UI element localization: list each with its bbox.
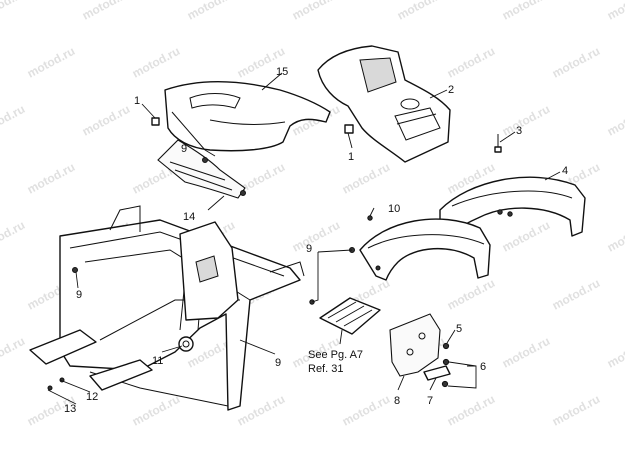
callout-1-left: 1 [134,95,140,107]
callout-9-middle: 9 [306,243,312,255]
callout-7: 7 [427,395,433,407]
callout-15: 15 [276,66,288,78]
bracket-part-14 [157,139,246,199]
callout-9-upper: 9 [181,143,187,155]
watermark-text: motod.ru [605,218,625,255]
watermark-text: motod.ru [0,334,27,371]
watermark-text: motod.ru [550,276,602,313]
watermark-text: motod.ru [25,160,77,197]
watermark-text: motod.ru [395,0,447,23]
watermark-text: motod.ru [550,392,602,429]
callout-9-left: 9 [76,289,82,301]
watermark-text: motod.ru [500,102,552,139]
watermark-text: motod.ru [80,102,132,139]
watermark-text: motod.ru [340,160,392,197]
rear-fender-left [359,218,491,281]
leader-lines [47,72,561,405]
watermark-text: motod.ru [130,44,182,81]
hardware [47,117,450,391]
watermark-text: motod.ru [445,392,497,429]
callout-13: 13 [64,403,76,415]
frame-assembly [29,205,305,411]
watermark-text: motod.ru [605,334,625,371]
callout-4: 4 [562,165,568,177]
callout-5: 5 [456,323,462,335]
watermark-text: motod.ru [550,44,602,81]
footrest-plate [319,297,381,335]
callout-8: 8 [394,395,400,407]
bracket-part-7 [423,365,451,381]
watermark-text: motod.ru [130,392,182,429]
callout-labels: 1 15 2 3 4 1 9 14 10 9 9 11 9 12 13 5 6 … [64,66,568,415]
watermark-text: motod.ru [500,0,552,23]
console-part-2 [317,45,451,163]
watermark-text: motod.ru [500,218,552,255]
callout-12: 12 [86,391,98,403]
callout-1-right: 1 [348,151,354,163]
watermark-text: motod.ru [605,0,625,23]
callout-3: 3 [516,125,522,137]
note-line-2: Ref. 31 [308,363,343,375]
watermark-text: motod.ru [445,44,497,81]
reference-note: See Pg. A7 Ref. 31 [308,349,363,375]
front-cover-part-15 [164,81,331,152]
callout-11: 11 [152,355,163,367]
watermark-text: motod.ru [0,102,27,139]
watermark-text: motod.ru [340,392,392,429]
callout-9-lower: 9 [275,357,281,369]
callout-10: 10 [388,203,400,215]
watermark-text: motod.ru [80,0,132,23]
watermark-text: motod.ru [500,334,552,371]
watermark-text: motod.ru [290,218,342,255]
watermark-text: motod.ru [185,0,237,23]
watermark-text: motod.ru [0,218,27,255]
watermark-text: motod.ru [0,0,27,23]
callout-14: 14 [183,211,195,223]
watermark-text: motod.ru [25,44,77,81]
watermark-text: motod.ru [445,276,497,313]
watermark-text: motod.ru [605,102,625,139]
bolt-part-3 [494,134,502,153]
callout-2: 2 [448,84,454,96]
note-line-1: See Pg. A7 [308,349,363,361]
watermark-text: motod.ru [290,0,342,23]
callout-6: 6 [480,361,486,373]
watermark-text: motod.ru [235,392,287,429]
mud-flap-part-8 [389,313,441,377]
